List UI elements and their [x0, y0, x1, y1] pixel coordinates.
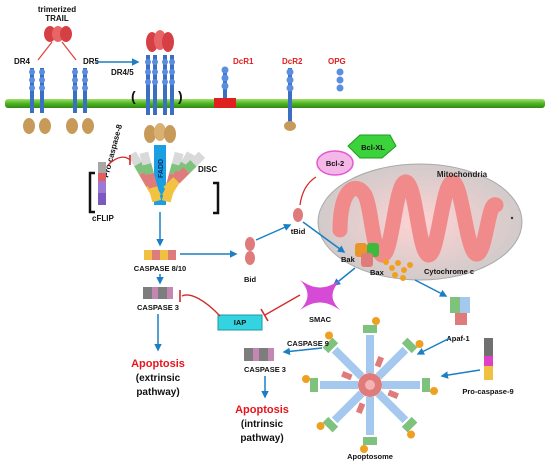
cytochrome-c — [383, 259, 413, 281]
label-bclxl: Bcl-XL — [361, 143, 385, 152]
label-procaspase9: Pro-caspase-9 — [462, 387, 513, 396]
svg-text:): ) — [178, 88, 183, 104]
label-bak: Bak — [341, 255, 356, 264]
label-caspase-3-b: CASPASE 3 — [244, 365, 286, 374]
tbid — [293, 208, 303, 222]
dr4-receptor — [23, 68, 51, 134]
label-extrinsic: (extrinsic — [136, 373, 181, 384]
label-disc: DISC — [198, 165, 217, 174]
procaspase9 — [484, 338, 493, 380]
label-trail: TRAIL — [45, 14, 69, 23]
label-dcr2: DcR2 — [282, 57, 303, 66]
label-dr4: DR4 — [14, 57, 31, 66]
trail-ligand — [44, 26, 72, 42]
label-bid: Bid — [244, 275, 257, 284]
bak-bax — [355, 243, 379, 267]
label-dcr1: DcR1 — [233, 57, 254, 66]
dr45-receptor-complex — [144, 30, 176, 143]
label-apoptosis-extrinsic: Apoptosis — [131, 358, 185, 370]
svg-text:(: ( — [131, 88, 136, 104]
dr5-receptor — [66, 68, 94, 134]
label-bax: Bax — [370, 268, 385, 277]
caspase-3-extrinsic — [143, 287, 173, 299]
iap — [217, 314, 263, 331]
dcr2-receptor — [284, 68, 296, 131]
dcr1-receptor — [214, 66, 236, 108]
label-opg: OPG — [328, 57, 346, 66]
label-iap: IAP — [234, 318, 247, 327]
apoptosome — [302, 317, 438, 453]
disc-complex: FADD — [128, 145, 206, 205]
label-dr5: DR5 — [83, 57, 100, 66]
label-intrinsic: (intrinsic — [241, 419, 284, 430]
label-cytochrome-c: Cytochrome c — [424, 267, 474, 276]
label-apoptosis-intrinsic: Apoptosis — [235, 404, 289, 416]
caspase-9-3-intrinsic — [244, 348, 274, 361]
opg-receptor — [336, 68, 344, 92]
bcl2 — [316, 150, 354, 176]
bid — [245, 237, 255, 265]
label-caspase-8-10: CASPASE 8/10 — [134, 264, 186, 273]
label-tbid: tBid — [291, 227, 306, 236]
label-dr45: DR4/5 — [111, 68, 134, 77]
label-caspase-9: CASPASE 9 — [287, 339, 329, 348]
label-apaf1: Apaf-1 — [446, 334, 469, 343]
label-apoptosome: Apoptosome — [347, 452, 393, 461]
label-fadd: FADD — [158, 159, 165, 178]
smac — [300, 280, 340, 310]
apaf1 — [450, 297, 470, 325]
label-extrinsic-pathway: pathway) — [136, 387, 179, 398]
label-intrinsic-pathway: pathway) — [240, 433, 283, 444]
bclxl — [347, 134, 397, 159]
label-smac: SMAC — [309, 315, 332, 324]
cflip — [98, 162, 106, 205]
label-mitochondria: Mitochondria — [437, 170, 488, 179]
label-caspase-3-a: CASPASE 3 — [137, 303, 179, 312]
label-cflip: cFLIP — [92, 214, 114, 223]
label-bcl2: Bcl-2 — [326, 159, 344, 168]
caspase-8-10 — [144, 250, 176, 260]
cell-membrane — [5, 99, 545, 108]
label-trimerized: trimerized — [38, 5, 76, 14]
